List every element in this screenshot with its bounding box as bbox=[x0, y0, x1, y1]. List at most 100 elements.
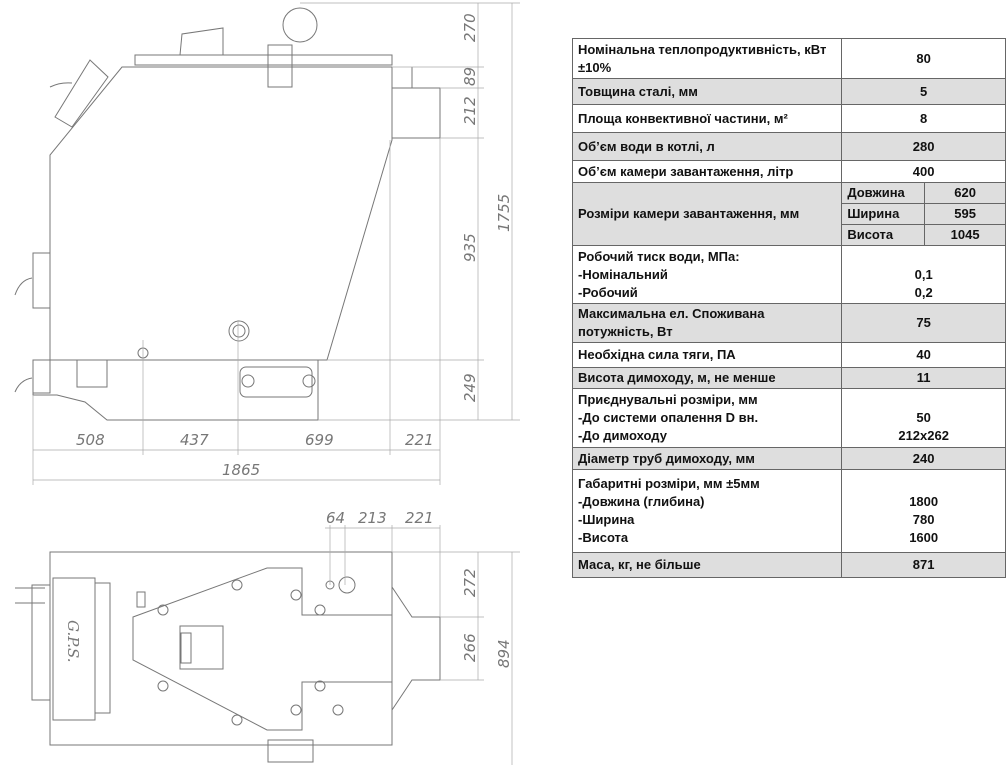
row-label: Робочий тиск води, МПа: -Номінальний -Робо… bbox=[571, 245, 843, 304]
dim-935: 935 bbox=[461, 233, 479, 262]
specifications-table: Номінальна теплопродуктивність, кВт ±10%… bbox=[571, 38, 1006, 578]
dim-221: 221 bbox=[405, 431, 434, 449]
row-label: Розміри камери завантаження, мм bbox=[571, 182, 843, 246]
row-label: Площа конвективної частини, м² bbox=[571, 104, 843, 133]
row-sub-value: 212x262 bbox=[898, 428, 949, 443]
table-row: Габаритні розміри, мм ±5мм -Довжина (глиб… bbox=[571, 469, 1006, 553]
dim-64: 64 bbox=[326, 509, 345, 527]
dim-221-top: 221 bbox=[405, 509, 434, 527]
dim-89: 89 bbox=[461, 67, 479, 86]
loading-door-top bbox=[54, 59, 109, 128]
fan-plate bbox=[179, 625, 224, 670]
row-sub-label: -До димоходу bbox=[578, 428, 667, 443]
row-sub-value: 0,1 bbox=[914, 266, 933, 282]
sensor bbox=[136, 591, 146, 608]
ash-door bbox=[76, 359, 108, 388]
boiler-base-outline bbox=[32, 359, 319, 421]
row-label: Об’єм камери завантаження, літр bbox=[571, 160, 843, 183]
row-sub-value: 50 bbox=[916, 410, 931, 425]
row-value: 400 bbox=[841, 160, 1006, 183]
fan-icon bbox=[282, 7, 318, 43]
row-sub-label: -До системи опалення D вн. bbox=[578, 410, 759, 425]
table-row: Номінальна теплопродуктивність, кВт ±10%… bbox=[571, 38, 1006, 79]
row-sub-label: -Довжина (глибина) bbox=[578, 494, 705, 509]
door-frame bbox=[94, 582, 111, 714]
boiler-top-outline bbox=[49, 551, 393, 746]
bolt-icon bbox=[302, 374, 316, 388]
row-value: 40 bbox=[841, 342, 1006, 368]
loading-door-front bbox=[32, 252, 51, 309]
row-label: Діаметр труб димоходу, мм bbox=[571, 447, 843, 470]
row-sub-label: -Ширина bbox=[578, 512, 635, 527]
water-connection-icon bbox=[228, 320, 250, 342]
row-label: Висота димоходу, м, не менше bbox=[571, 367, 843, 389]
side-view: 270 89 212 935 249 1755 508 437 699 221 … bbox=[14, 2, 520, 485]
row-sub-label: -Номінальний bbox=[578, 266, 668, 282]
row-sub-value: 1800 bbox=[909, 494, 939, 509]
dim-249: 249 bbox=[461, 373, 479, 402]
dim-699: 699 bbox=[305, 431, 334, 449]
chimney-outlet-top bbox=[391, 585, 441, 712]
gps-logo: G.P.S. bbox=[64, 620, 82, 663]
row-value: 8 bbox=[841, 104, 1006, 133]
chimney-outlet bbox=[391, 87, 441, 139]
heat-exchanger-outline bbox=[132, 567, 393, 731]
row-heading: Габаритні розміри, мм ±5мм bbox=[578, 476, 760, 491]
dim-ticks bbox=[300, 2, 520, 421]
row-value: 5 bbox=[841, 78, 1006, 105]
control-unit bbox=[179, 27, 224, 56]
row-label: Товщина сталі, мм bbox=[571, 78, 843, 105]
row-label: Номінальна теплопродуктивність, кВт ±10% bbox=[571, 38, 843, 79]
dim-ticks bbox=[329, 525, 520, 681]
dim-1755: 1755 bbox=[495, 194, 513, 232]
dim-1865: 1865 bbox=[222, 461, 260, 479]
table-row: Максимальна ел. Споживана потужність, Вт… bbox=[571, 303, 1006, 343]
cleaning-hatch bbox=[239, 366, 313, 398]
ash-door-front bbox=[32, 359, 51, 394]
row-value: 871 bbox=[841, 552, 1006, 578]
water-connection-inner bbox=[232, 324, 246, 338]
top-lid bbox=[134, 54, 393, 66]
door-handle-icon bbox=[14, 82, 73, 393]
table-row: Приєднувальні розміри, мм -До системи опа… bbox=[571, 388, 1006, 448]
boiler-body-outline bbox=[49, 66, 393, 361]
row-label: Приєднувальні розміри, мм -До системи опа… bbox=[571, 388, 843, 448]
row-sub-value: 780 bbox=[912, 512, 935, 527]
bolt-icon bbox=[241, 374, 255, 388]
row-heading: Робочий тиск води, МПа: bbox=[578, 248, 740, 264]
sub-label: Висота bbox=[841, 224, 926, 246]
row-label: Необхідна сила тяги, ПА bbox=[571, 342, 843, 368]
row-value: 11 bbox=[841, 367, 1006, 389]
row-value: 50 212x262 bbox=[841, 388, 1006, 448]
sub-value: 595 bbox=[924, 203, 1006, 225]
row-sub-value: 0,2 bbox=[914, 284, 933, 300]
sub-label: Ширина bbox=[841, 203, 926, 225]
dim-212: 212 bbox=[461, 96, 479, 125]
water-inlet-icon bbox=[332, 704, 344, 716]
sub-value: 620 bbox=[924, 182, 1006, 204]
row-label: Маса, кг, не більше bbox=[571, 552, 843, 578]
row-value: 240 bbox=[841, 447, 1006, 470]
row-label: Максимальна ел. Споживана потужність, Вт bbox=[571, 303, 843, 343]
table-row: Робочий тиск води, МПа: -Номінальний -Робо… bbox=[571, 245, 1006, 304]
dim-894: 894 bbox=[495, 639, 513, 668]
sub-value: 1045 bbox=[924, 224, 1006, 246]
row-sub-label: -Робочий bbox=[578, 284, 638, 300]
boiler-technical-drawing: 270 89 212 935 249 1755 508 437 699 221 … bbox=[14, 2, 520, 765]
fan-slot bbox=[180, 632, 192, 664]
dim-272: 272 bbox=[461, 568, 479, 597]
water-outlet-icon bbox=[338, 576, 356, 594]
row-heading: Приєднувальні розміри, мм bbox=[578, 392, 758, 407]
door-handle-icon bbox=[15, 587, 45, 604]
row-value: 75 bbox=[841, 303, 1006, 343]
row-label: Об’єм води в котлі, л bbox=[571, 132, 843, 161]
dim-270: 270 bbox=[461, 13, 479, 42]
